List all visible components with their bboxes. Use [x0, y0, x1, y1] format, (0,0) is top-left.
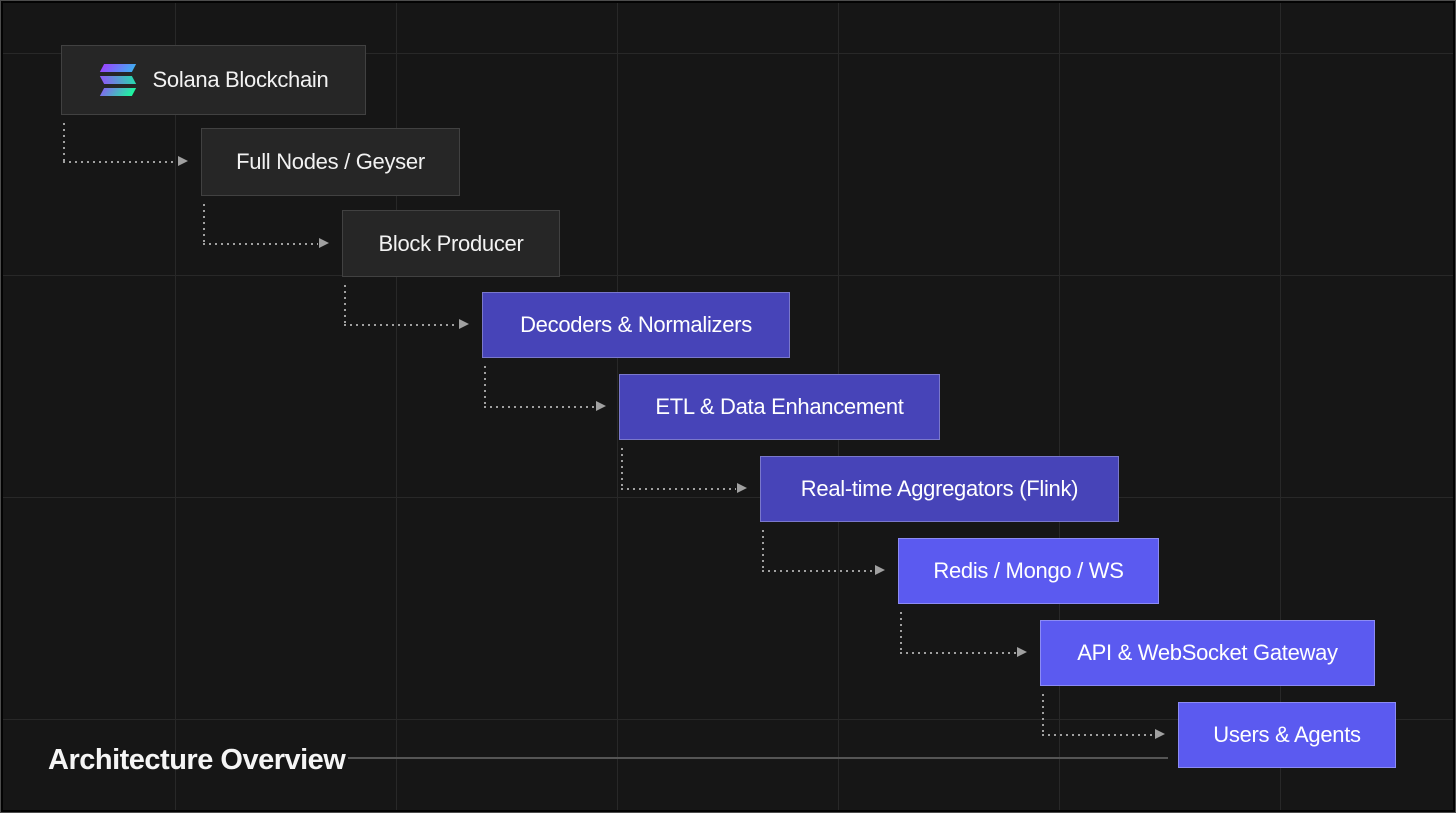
node-full-nodes-geyser: Full Nodes / Geyser: [201, 128, 460, 196]
node-label: Full Nodes / Geyser: [236, 149, 425, 174]
node-label: Decoders & Normalizers: [520, 312, 752, 337]
node-decoders-normalizers: Decoders & Normalizers: [482, 292, 790, 358]
title-rule-line: [348, 757, 1168, 759]
connector-horizontal-realtime-aggregators-flink: [762, 570, 874, 572]
node-redis-mongo-ws: Redis / Mongo / WS: [898, 538, 1159, 604]
arrowhead-icon: [1017, 647, 1027, 657]
arrowhead-icon: [459, 319, 469, 329]
connector-horizontal-block-producer: [344, 324, 458, 326]
connector-vertical-api-websocket-gateway: [1042, 694, 1044, 735]
node-solana-blockchain: Solana Blockchain: [61, 45, 366, 115]
node-users-agents: Users & Agents: [1178, 702, 1396, 768]
arrowhead-icon: [875, 565, 885, 575]
arrowhead-icon: [319, 237, 329, 248]
node-label: Block Producer: [378, 230, 524, 256]
connector-vertical-decoders-normalizers: [484, 366, 486, 407]
node-etl-data-enhancement: ETL & Data Enhancement: [619, 374, 940, 440]
arrowhead-icon: [178, 156, 188, 166]
node-label: ETL & Data Enhancement: [655, 394, 904, 419]
node-label: Users & Agents: [1213, 722, 1361, 747]
solana-logo-icon: [99, 64, 137, 96]
connector-horizontal-api-websocket-gateway: [1042, 734, 1154, 736]
node-label: Real-time Aggregators (Flink): [800, 476, 1079, 501]
arrowhead-icon: [596, 401, 606, 411]
arrowhead-icon: [737, 483, 747, 493]
connector-horizontal-solana-blockchain: [63, 161, 177, 163]
node-api-websocket-gateway: API & WebSocket Gateway: [1040, 620, 1375, 686]
connector-horizontal-full-nodes-geyser: [203, 242, 318, 245]
page-title: Architecture Overview: [48, 744, 346, 776]
connector-vertical-realtime-aggregators-flink: [762, 530, 764, 571]
node-label: API & WebSocket Gateway: [1077, 640, 1338, 665]
connector-vertical-redis-mongo-ws: [900, 612, 902, 653]
connector-vertical-block-producer: [344, 285, 346, 325]
node-label: Solana Blockchain: [152, 67, 329, 92]
node-label: Redis / Mongo / WS: [933, 558, 1124, 583]
connector-horizontal-decoders-normalizers: [484, 406, 595, 408]
connector-horizontal-redis-mongo-ws: [900, 652, 1016, 654]
node-realtime-aggregators-flink: Real-time Aggregators (Flink): [760, 456, 1119, 522]
connector-vertical-full-nodes-geyser: [203, 204, 205, 244]
arrowhead-icon: [1155, 729, 1165, 739]
connector-horizontal-etl-data-enhancement: [621, 488, 736, 490]
node-block-producer: Block Producer: [342, 210, 560, 277]
connector-vertical-solana-blockchain: [63, 123, 65, 162]
connector-vertical-etl-data-enhancement: [621, 448, 623, 489]
